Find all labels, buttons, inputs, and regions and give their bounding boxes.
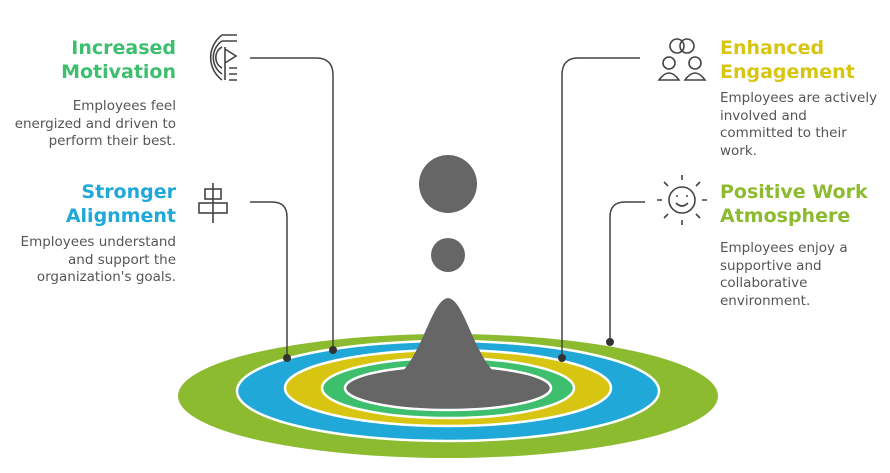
people-link-icon xyxy=(657,38,707,81)
title-enhanced-engagement: Enhanced Engagement xyxy=(720,37,855,83)
desc-positive-work-atmosphere: Employees enjoy a supportive and collabo… xyxy=(720,240,848,309)
drop-small xyxy=(431,238,465,272)
motivation-flag-icon xyxy=(209,34,238,81)
title-positive-work-atmosphere: Positive Work Atmosphere xyxy=(720,181,868,227)
drop-large xyxy=(419,155,477,213)
title-increased-motivation: Increased Motivation xyxy=(61,37,176,83)
desc-stronger-alignment: Employees understand and support the org… xyxy=(20,234,176,285)
desc-increased-motivation: Employees feel energized and driven to p… xyxy=(14,98,176,149)
smiling-sun-icon xyxy=(657,175,707,225)
title-stronger-alignment: Stronger Alignment xyxy=(65,181,176,227)
splash-peak xyxy=(378,298,518,386)
align-center-icon xyxy=(198,183,228,223)
desc-enhanced-engagement: Employees are actively involved and comm… xyxy=(720,90,878,159)
